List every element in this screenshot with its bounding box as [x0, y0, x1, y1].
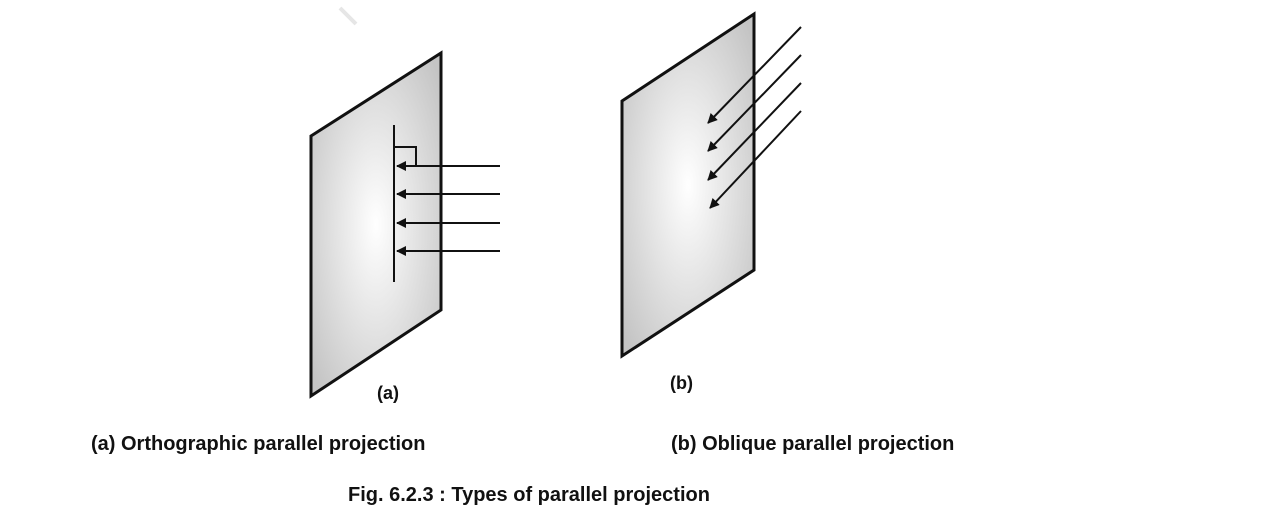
projector-arrow	[709, 110, 802, 209]
projector-arrow	[707, 26, 802, 124]
panel-a-tag: (a)	[377, 383, 399, 403]
figure-caption: Fig. 6.2.3 : Types of parallel projectio…	[348, 484, 710, 506]
panel-b-diagram	[620, 11, 802, 359]
projector-arrow	[707, 82, 802, 181]
projection-plane-b	[620, 11, 756, 359]
projection-plane-a	[309, 50, 443, 399]
panel-a-caption: (a) Orthographic parallel projection	[91, 433, 426, 455]
watermark-stroke	[338, 6, 358, 26]
projector-arrow	[707, 54, 802, 152]
panel-a-diagram	[309, 50, 500, 399]
panel-b-tag: (b)	[670, 373, 693, 393]
right-angle-marker	[395, 146, 417, 166]
panel-b-caption: (b) Oblique parallel projection	[671, 433, 955, 455]
